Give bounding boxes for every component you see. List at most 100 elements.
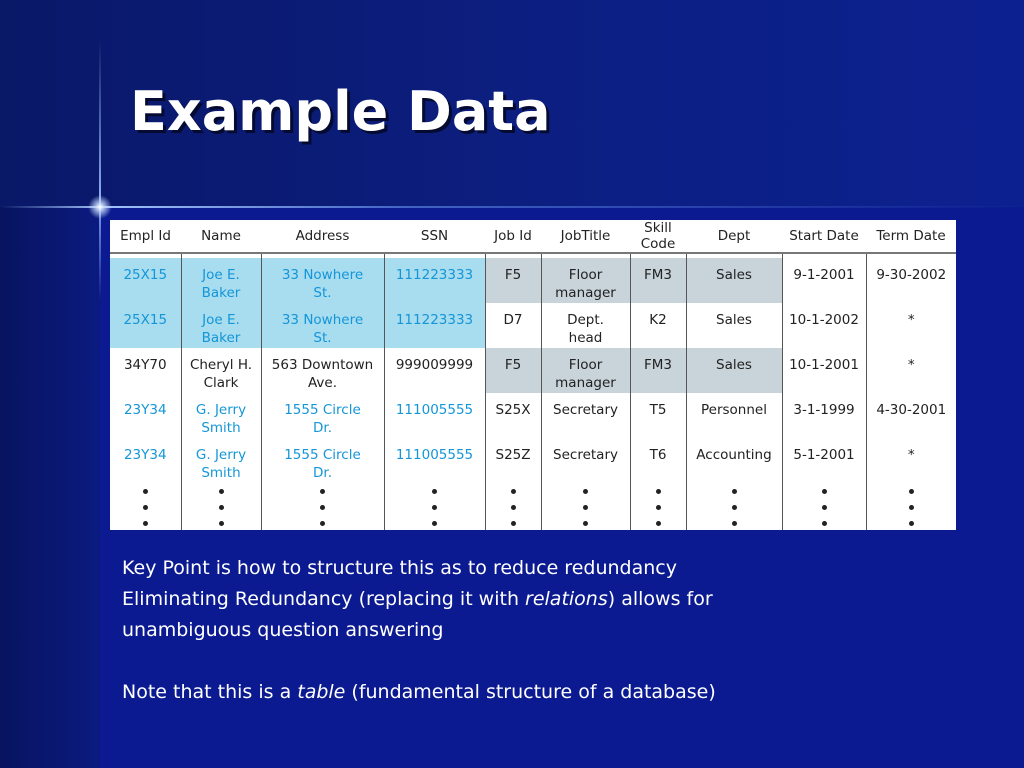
left-band [0, 207, 100, 768]
ellipsis-dot-icon [908, 505, 914, 510]
ellipsis-dot-icon [655, 521, 661, 526]
cell-dept: Accounting [685, 438, 782, 483]
cell-empl-id: 23Y34 [123, 447, 167, 463]
cell-dept: Sales [685, 348, 782, 393]
cell-job-id: S25Z [484, 438, 541, 483]
header-background [0, 0, 1024, 207]
ellipsis-dot-icon [731, 521, 737, 526]
cell-job-title: Dept.head [540, 303, 630, 348]
ellipsis-dot-icon [908, 521, 914, 526]
cell-ssn: 111223333 [383, 303, 485, 348]
ellipsis-cell [110, 483, 181, 530]
employee-table: Empl Id Name Address SSN Job Id JobTitle… [110, 220, 956, 530]
ellipsis-dot-icon [218, 505, 224, 510]
ellipsis-cell [540, 483, 630, 530]
cell-skill-code: FM3 [629, 348, 686, 393]
cell-dept: Personnel [685, 393, 782, 438]
ellipsis-cell [629, 483, 686, 530]
ellipsis-dot-icon [583, 489, 588, 494]
ellipsis-dot-icon [821, 521, 827, 526]
data-table-container: Empl Id Name Address SSN Job Id JobTitle… [110, 220, 956, 530]
ellipsis-cell [781, 483, 866, 530]
column-header-address: Address [261, 220, 384, 254]
ellipsis-dot-icon [821, 505, 827, 510]
cell-name: Joe E.Baker [180, 258, 261, 303]
cell-skill-code: K2 [629, 303, 686, 348]
table-spacer-row [110, 253, 956, 258]
cell-empl-id: 25X15 [110, 258, 181, 303]
ellipsis-dot-icon [655, 489, 661, 494]
cell-dept: Sales [685, 258, 782, 303]
ellipsis-dot-icon [821, 489, 827, 494]
ellipsis-dot-icon [142, 521, 148, 526]
cell-dept: Sales [685, 303, 782, 348]
cell-ssn: 111005555 [383, 438, 485, 483]
cell-skill-code: T6 [629, 438, 686, 483]
column-header-term-date: Term Date [866, 220, 956, 254]
cell-empl-id: 25X15 [110, 303, 181, 348]
ellipsis-dot-icon [731, 489, 737, 494]
cell-start-date: 3-1-1999 [781, 393, 866, 438]
text-line: Eliminating Redundancy (replacing it wit… [122, 588, 713, 610]
cell-job-title: Secretary [540, 438, 630, 483]
ellipsis-dot-icon [432, 505, 437, 510]
table-ellipsis-row [110, 483, 956, 530]
cell-empl-id: 34Y70 [123, 357, 167, 373]
cell-name: Cheryl H.Clark [180, 348, 261, 393]
body-text: Key Point is how to structure this as to… [122, 553, 942, 708]
cell-term-date: * [865, 303, 956, 348]
ellipsis-dot-icon [320, 489, 325, 494]
table-header-row: Empl Id Name Address SSN Job Id JobTitle… [110, 220, 956, 254]
ellipsis-dot-icon [432, 489, 437, 494]
column-header-dept: Dept [686, 220, 782, 254]
ellipsis-dot-icon [510, 489, 516, 494]
text-line: Note that this is a table (fundamental s… [122, 681, 716, 703]
text-line: Key Point is how to structure this as to… [122, 557, 677, 579]
cell-skill-code: FM3 [629, 258, 686, 303]
cell-ssn: 111005555 [383, 393, 485, 438]
sparkle-icon [88, 195, 112, 219]
ellipsis-cell [180, 483, 261, 530]
ellipsis-dot-icon [510, 521, 516, 526]
ellipsis-dot-icon [432, 521, 437, 526]
ellipsis-dot-icon [320, 521, 325, 526]
cell-empl-id: 23Y34 [123, 402, 167, 418]
ellipsis-dot-icon [731, 505, 737, 510]
ellipsis-cell [383, 483, 485, 530]
cell-start-date: 5-1-2001 [781, 438, 866, 483]
cell-job-id: S25X [484, 393, 541, 438]
cell-term-date: * [865, 438, 956, 483]
decorative-vertical-line [99, 40, 101, 300]
cell-job-id: F5 [484, 348, 541, 393]
ellipsis-dot-icon [218, 489, 224, 494]
cell-job-id: F5 [484, 258, 541, 303]
column-header-empl-id: Empl Id [110, 220, 181, 254]
decorative-horizontal-line [0, 206, 1024, 208]
ellipsis-dot-icon [320, 505, 325, 510]
ellipsis-cell [685, 483, 782, 530]
cell-ssn: 111223333 [383, 258, 485, 303]
cell-term-date: 4-30-2001 [865, 393, 956, 438]
slide-title: Example Data [130, 80, 551, 143]
ellipsis-dot-icon [142, 489, 148, 494]
cell-job-title: Secretary [540, 393, 630, 438]
column-header-start-date: Start Date [782, 220, 866, 254]
cell-skill-code: T5 [629, 393, 686, 438]
cell-job-id: D7 [484, 303, 541, 348]
column-header-name: Name [181, 220, 261, 254]
text-line: unambiguous question answering [122, 619, 444, 641]
ellipsis-dot-icon [655, 505, 661, 510]
column-header-skill-code: Skill Code [630, 220, 686, 254]
ellipsis-cell [865, 483, 956, 530]
